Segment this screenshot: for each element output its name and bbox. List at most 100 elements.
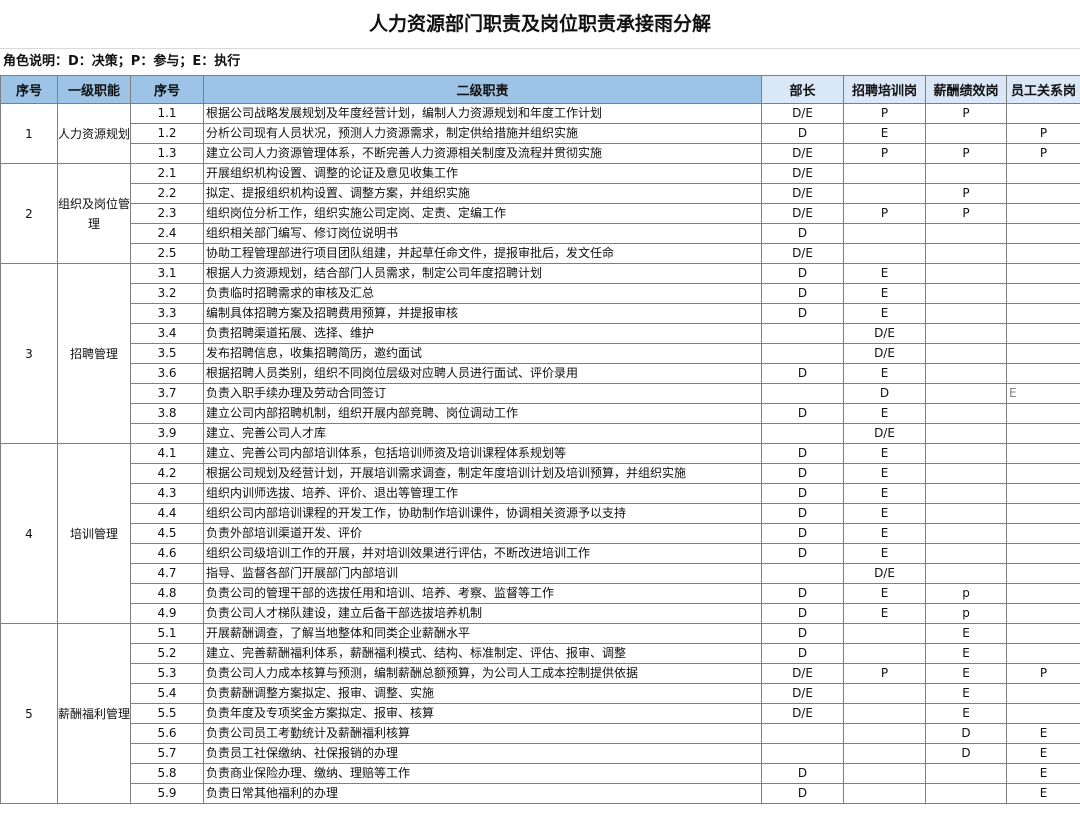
role-payroll-cell: D [925,723,1007,744]
role-payroll-cell: p [925,583,1007,604]
group-number: 2 [0,163,58,264]
role-relations-cell [1006,563,1080,584]
role-recruit-cell: E [843,543,926,564]
duty-seq: 3.2 [130,283,204,304]
duty-desc: 根据人力资源规划，结合部门人员需求，制定公司年度招聘计划 [203,263,762,284]
duty-desc: 组织公司级培训工作的开展，并对培训效果进行评估，不断改进培训工作 [203,543,762,564]
group-number: 5 [0,623,58,804]
duty-desc: 建立、完善公司人才库 [203,423,762,444]
role-recruit-cell: E [843,483,926,504]
role-minister-cell: D [761,403,844,424]
role-relations-cell [1006,163,1080,184]
group-number: 3 [0,263,58,444]
role-recruit-cell [843,643,926,664]
role-payroll-cell: P [925,203,1007,224]
duty-seq: 3.4 [130,323,204,344]
duty-desc: 组织内训师选拔、培养、评价、退出等管理工作 [203,483,762,504]
role-payroll-cell [925,523,1007,544]
role-payroll-cell [925,303,1007,324]
role-recruit-cell: P [843,663,926,684]
role-relations-cell [1006,343,1080,364]
role-minister-cell: D [761,223,844,244]
role-relations-cell [1006,223,1080,244]
duty-seq: 4.3 [130,483,204,504]
role-minister-cell [761,423,844,444]
role-recruit-cell: E [843,123,926,144]
role-relations-cell [1006,463,1080,484]
duty-seq: 3.8 [130,403,204,424]
role-payroll-cell: E [925,703,1007,724]
role-payroll-cell: P [925,143,1007,164]
duty-seq: 5.2 [130,643,204,664]
role-minister-cell: D [761,483,844,504]
role-recruit-cell: P [843,203,926,224]
role-recruit-cell [843,703,926,724]
duty-desc: 协助工程管理部进行项目团队组建，并起草任命文件，提报审批后，发文任命 [203,243,762,264]
duty-seq: 5.6 [130,723,204,744]
duty-desc: 负责招聘渠道拓展、选择、维护 [203,323,762,344]
role-payroll-cell [925,483,1007,504]
role-relations-cell [1006,403,1080,424]
duty-desc: 开展组织机构设置、调整的论证及意见收集工作 [203,163,762,184]
role-payroll-cell [925,423,1007,444]
role-minister-cell: D/E [761,663,844,684]
role-payroll-cell [925,403,1007,424]
role-recruit-cell: D/E [843,343,926,364]
role-minister-cell: D [761,583,844,604]
role-relations-cell [1006,703,1080,724]
role-payroll-cell [925,163,1007,184]
role-recruit-cell [843,623,926,644]
role-minister-cell: D [761,123,844,144]
role-relations-cell [1006,183,1080,204]
role-relations-cell [1006,423,1080,444]
duty-seq: 2.1 [130,163,204,184]
role-relations-cell [1006,243,1080,264]
role-payroll-cell: E [925,683,1007,704]
group-number: 1 [0,103,58,164]
role-minister-cell: D [761,543,844,564]
role-recruit-cell: E [843,403,926,424]
header-level1: 一级职能 [57,75,131,104]
role-recruit-cell: E [843,503,926,524]
role-minister-cell: D [761,623,844,644]
role-payroll-cell [925,343,1007,364]
role-recruit-cell: E [843,583,926,604]
role-relations-cell [1006,363,1080,384]
role-recruit-cell [843,723,926,744]
role-payroll-cell: D [925,743,1007,764]
duty-desc: 负责日常其他福利的办理 [203,783,762,804]
role-relations-cell [1006,683,1080,704]
duty-desc: 组织岗位分析工作，组织实施公司定岗、定责、定编工作 [203,203,762,224]
duty-seq: 3.3 [130,303,204,324]
role-payroll-cell [925,263,1007,284]
role-relations-cell [1006,523,1080,544]
role-relations-cell [1006,603,1080,624]
role-minister-cell: D [761,523,844,544]
role-payroll-cell [925,763,1007,784]
role-payroll-cell: P [925,103,1007,124]
role-legend: 角色说明：D：决策；P：参与；E：执行 [3,54,241,69]
duty-seq: 3.7 [130,383,204,404]
role-minister-cell: D [761,283,844,304]
role-minister-cell [761,743,844,764]
role-recruit-cell: E [843,463,926,484]
role-recruit-cell: D/E [843,323,926,344]
group-name: 培训管理 [57,443,131,624]
role-payroll-cell [925,543,1007,564]
role-recruit-cell: P [843,103,926,124]
role-minister-cell: D/E [761,203,844,224]
duty-seq: 2.3 [130,203,204,224]
